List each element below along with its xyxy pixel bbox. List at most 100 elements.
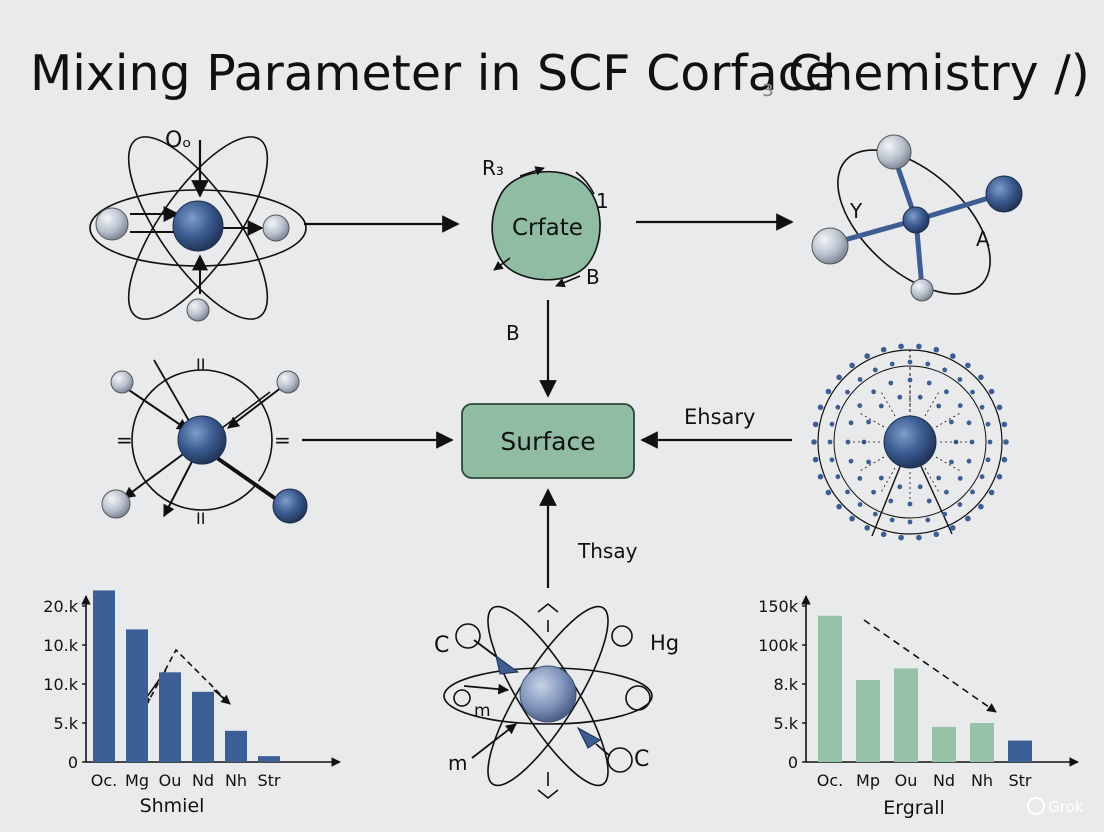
electron-dot	[988, 388, 995, 395]
x-tick-label: Ou	[159, 771, 182, 790]
bar	[258, 756, 280, 762]
x-tick-label: Nd	[933, 771, 955, 790]
cross-label-right: =	[274, 428, 291, 452]
dotted-sphere-atom	[811, 343, 1009, 541]
molecule-label-a: A	[976, 227, 990, 251]
page-title-tail: Chemistry /)	[788, 45, 1090, 102]
electron-dot	[849, 515, 855, 522]
electron-dot	[811, 439, 817, 445]
electron-dot	[970, 489, 975, 495]
watermark-text: Grok	[1048, 798, 1084, 816]
bar	[159, 672, 181, 762]
small-ring	[455, 623, 481, 649]
left-cross-atom	[101, 359, 308, 524]
electron-dot	[880, 346, 887, 353]
atom-sphere	[186, 298, 210, 322]
electron-dot	[979, 474, 985, 480]
radial-line	[879, 389, 896, 417]
electron-dot	[827, 439, 833, 445]
electron-dot	[950, 353, 956, 359]
crfate-tag-b: B	[586, 265, 600, 289]
atom-nucleus	[519, 665, 577, 723]
bar	[932, 726, 956, 762]
electron-dot	[849, 362, 855, 369]
electron-dot	[1001, 456, 1008, 463]
electron-dot	[926, 498, 932, 504]
electron-dot	[836, 374, 842, 381]
cross-label-top: II	[196, 355, 205, 374]
electron-dot	[825, 388, 832, 395]
electron-dot	[965, 515, 971, 522]
electron-dot	[970, 389, 975, 395]
electron-dot	[889, 517, 895, 523]
crfate-tag-one: 1	[596, 189, 609, 213]
electron-dot	[933, 346, 940, 353]
electron-dot	[949, 459, 954, 465]
arrow	[493, 257, 511, 271]
x-tick-label: Str	[257, 771, 280, 790]
electron-dot	[965, 362, 971, 369]
bottom-label-c-right: C	[634, 747, 649, 772]
y-tick-label: 10.k	[43, 675, 78, 694]
y-tick-label: 0	[68, 753, 78, 772]
atom-sphere	[272, 488, 308, 524]
electron-dot	[889, 361, 895, 367]
y-tick-label: 100k	[758, 636, 799, 655]
electron-dot	[978, 503, 984, 510]
electron-dot	[966, 420, 972, 426]
triangle-marker	[576, 726, 601, 749]
trend-arrow-head	[213, 689, 231, 705]
radial-line	[857, 456, 885, 473]
radial-line	[935, 411, 963, 428]
crfate-blob	[491, 166, 601, 288]
electron-dot	[1003, 439, 1009, 445]
orbit-ring	[837, 149, 991, 295]
electron-dot	[969, 439, 975, 445]
electron-dot	[936, 403, 942, 409]
radial-line	[935, 456, 963, 473]
surface-box	[461, 403, 635, 479]
bottom-center-atom	[443, 602, 653, 800]
y-tick-label: 10.k	[43, 636, 78, 655]
atom-sphere	[811, 227, 849, 265]
cross-label-bottom: II	[196, 509, 205, 528]
electron-dot	[996, 473, 1003, 480]
bond-line	[219, 454, 287, 504]
electron-dot	[872, 511, 878, 517]
title-scribble: з	[762, 77, 774, 102]
dashed-trend-arrow	[863, 619, 997, 713]
electron-dot	[871, 489, 876, 495]
electron-dot	[857, 377, 863, 382]
orbit-ring	[127, 136, 269, 320]
bottom-label-hg: Hg	[650, 631, 679, 655]
molecule-label-y: Y	[849, 199, 863, 223]
electron-dot	[888, 498, 894, 504]
electron-dot	[825, 489, 832, 496]
electron-dot	[845, 489, 850, 495]
electron-dot	[944, 489, 949, 495]
x-tick-label: Nd	[192, 771, 214, 790]
atom-sphere	[910, 278, 934, 302]
arrow	[123, 451, 187, 499]
bar	[1008, 740, 1032, 762]
electron-dot	[835, 474, 841, 480]
y-tick-label: 8.k	[773, 675, 798, 694]
crfate-label: Crfate	[512, 215, 583, 241]
atom-label: Oₒ	[165, 128, 191, 153]
bar	[856, 680, 880, 762]
electron-dot	[907, 377, 913, 383]
electron-dot	[950, 525, 956, 531]
atom-sphere	[985, 175, 1023, 213]
electron-dot	[848, 458, 854, 464]
triangle-marker	[495, 654, 520, 675]
y-tick-label: 150k	[758, 597, 799, 616]
electron-dot	[812, 456, 819, 463]
electron-dot	[978, 374, 984, 381]
electron-dot	[916, 534, 922, 541]
orbit-ring	[131, 369, 273, 511]
chart-right-xlabel: Ergrall	[883, 797, 945, 819]
electron-dot	[880, 531, 887, 538]
